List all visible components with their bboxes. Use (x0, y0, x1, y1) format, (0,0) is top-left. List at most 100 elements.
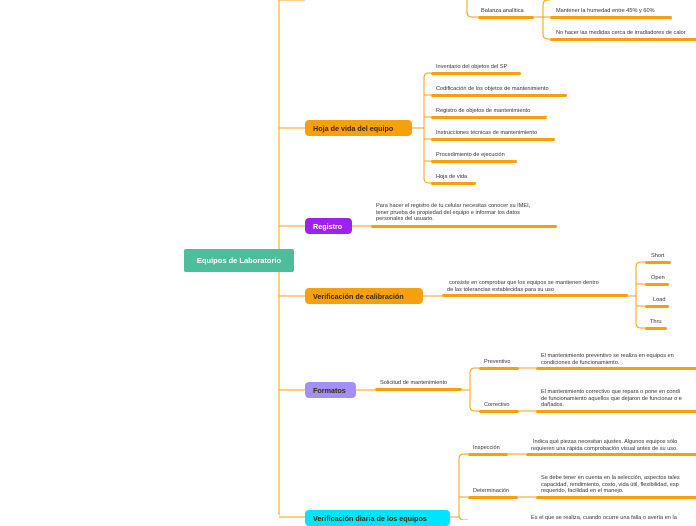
tip-humedad[interactable]: Mantener la humedad entre 45% y 60% (556, 8, 655, 15)
subtopic-procedimiento[interactable]: Procedimiento de ejecución (436, 152, 505, 159)
tip-label: Mantener la humedad entre 45% y 60% (556, 8, 655, 14)
calibracion-description[interactable]: consiste en comprobar que los equipos se… (447, 280, 599, 293)
description-line: Es el que se realiza, cuando ocurre una … (531, 515, 677, 521)
connector-line (542, 33, 550, 40)
registro-description[interactable]: Para hacer el registro de tu celular nec… (376, 203, 530, 223)
connector-line (469, 405, 479, 412)
tip-irradiadores[interactable]: No hacer las medidas cerca de irradiador… (556, 30, 686, 37)
subtopic-preventivo[interactable]: Preventivo (484, 359, 510, 366)
subtopic-underline (431, 116, 547, 119)
connector-line (635, 261, 645, 268)
item-label: Thru (650, 319, 662, 325)
description-line: dañados. (541, 402, 565, 409)
description-underline (442, 294, 628, 297)
connector-line (423, 177, 431, 184)
description-line: Para hacer el registro de tu celular nec… (376, 203, 531, 209)
subtopic-underline (431, 94, 567, 97)
connector-line (466, 0, 478, 18)
connector-line (635, 322, 645, 329)
main-topic-verificacion-diaria[interactable]: Verificación diaria de los equipos (305, 510, 450, 526)
item-underline (645, 261, 671, 264)
root-topic-label: Equipos de Laboratorio (196, 256, 282, 265)
description-underline (526, 453, 696, 456)
subtopic-label: Determinación (473, 488, 510, 494)
calibracion-item-load[interactable]: Load (653, 297, 665, 304)
item-underline (645, 305, 669, 308)
description-line: requerido, facilidad en el manejo. (541, 488, 624, 495)
root-topic-equipos-de-laboratorio[interactable]: Equipos de Laboratorio (184, 249, 294, 272)
inspeccion-description[interactable]: Indica qué piezas necesitan ajustes. Alg… (531, 439, 678, 452)
connector-line (469, 367, 479, 374)
description-line: tener prueba de propiedad del equipo e i… (376, 209, 520, 216)
subtopic-determinacion[interactable]: Determinación (473, 488, 509, 495)
subtopic-label: Solicitud de mantenimiento (380, 380, 448, 386)
subtopic-label: Preventivo (484, 359, 511, 365)
subtopic-solicitud[interactable]: Solicitud de mantenimiento (380, 380, 447, 387)
tip-underline (550, 16, 672, 19)
tip-underline (550, 38, 696, 41)
main-topic-calibracion[interactable]: Verificación de calibración (305, 288, 423, 304)
subtopic-label: Hoja de vida (436, 174, 468, 180)
description-line: personales del usuario. (376, 216, 434, 223)
main-topic-hoja-de-vida[interactable]: Hoja de vida del equipo (305, 120, 412, 136)
subtopic-label: Procedimiento de ejecución (436, 152, 505, 158)
subtopic-label: Inventario del objetos del SP (436, 64, 508, 70)
main-topic-label: Registro (313, 221, 343, 231)
item-underline (645, 327, 667, 330)
item-label: Open (651, 275, 665, 281)
description-line: de las tolerancias establecidas para su … (447, 286, 554, 293)
description-line: consiste en comprobar que los equipos se… (449, 280, 599, 286)
subtopic-codificacion[interactable]: Codificación de los objetos de mantenimi… (436, 86, 549, 93)
preventivo-description[interactable]: El mantenimiento preventivo se realiza e… (541, 353, 674, 366)
determinacion-description[interactable]: Se debe tener en cuenta en la selección,… (541, 475, 680, 495)
main-topic-formatos[interactable]: Formatos (305, 382, 356, 398)
description-underline (536, 367, 696, 370)
connector-line (542, 0, 550, 6)
description-line: condiciones de funcionamiento. (541, 359, 620, 366)
description-line: El mantenimiento preventivo se realiza e… (541, 353, 674, 359)
topic-underline (478, 16, 534, 19)
subtopic-instrucciones[interactable]: Instrucciones técnicas de mantenimiento (436, 130, 537, 137)
connector-line (423, 72, 431, 79)
subtopic-underline (431, 138, 555, 141)
correctivo-description[interactable]: El mantenimiento correctivo que repara o… (541, 389, 682, 409)
main-topic-label: Formatos (313, 385, 346, 395)
subtopic-label: Registro de objetos de mantenimiento (436, 108, 531, 114)
description-line: de funcionamiento aquellos que dejaron d… (541, 395, 682, 402)
subtopic-inspeccion[interactable]: Inspección (473, 445, 500, 452)
subtopic-inventario[interactable]: Inventario del objetos del SP (436, 64, 507, 71)
subtopic-label: Codificación de los objetos de mantenimi… (436, 86, 549, 92)
subtopic-label: Inspección (473, 445, 500, 451)
subtopic-underline (431, 160, 517, 163)
item-label: Short (651, 253, 665, 259)
tip-label: No hacer las medidas cerca de irradiador… (556, 30, 686, 36)
main-topic-label: Verificación diaria de los equipos (313, 513, 427, 523)
subtopic-hoja-de-vida[interactable]: Hoja de vida (436, 174, 467, 181)
calibracion-item-thru[interactable]: Thru (650, 319, 662, 326)
connector-line (458, 453, 468, 460)
subtopic-label: Correctivo (484, 402, 510, 408)
description-line: requieren una rápida comprobación visual… (531, 445, 678, 452)
connector-line (458, 514, 468, 520)
subtopic-underline (479, 410, 519, 413)
topic-balanza-analitica[interactable]: Balanza analítica (481, 8, 524, 15)
subtopic-underline (375, 388, 462, 391)
main-topic-registro[interactable]: Registro (305, 218, 352, 234)
subtopic-correctivo[interactable]: Correctivo (484, 402, 510, 409)
calibracion-item-open[interactable]: Open (651, 275, 665, 282)
diaria-extra-description[interactable]: Es el que se realiza, cuando ocurre una … (531, 515, 677, 522)
description-line: capacidad, rendimiento, costo, vida útil… (541, 481, 679, 488)
main-topic-label: Verificación de calibración (313, 291, 404, 301)
subtopic-underline (431, 72, 521, 75)
item-label: Load (653, 297, 666, 303)
subtopic-underline (431, 182, 476, 185)
subtopic-underline (468, 453, 508, 456)
item-underline (645, 283, 669, 286)
calibracion-item-short[interactable]: Short (651, 253, 664, 260)
subtopic-underline (468, 496, 518, 499)
topic-label: Balanza analítica (481, 8, 524, 14)
subtopic-underline (479, 367, 519, 370)
description-underline (536, 496, 696, 499)
subtopic-registro-objetos[interactable]: Registro de objetos de mantenimiento (436, 108, 530, 115)
